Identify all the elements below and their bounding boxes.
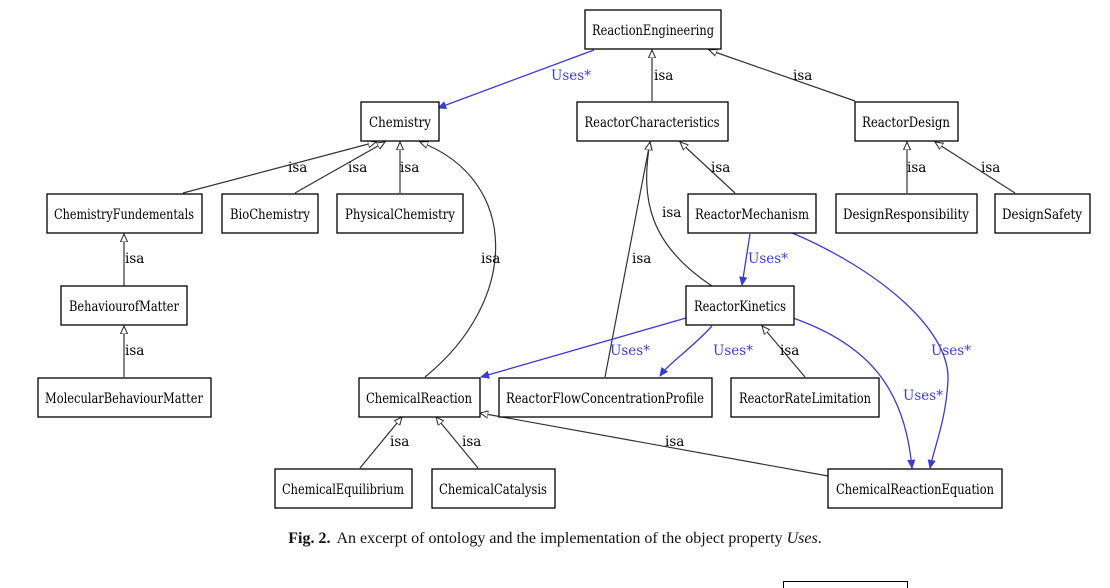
node-label: ReactorFlowConcentrationProfile [506, 391, 704, 407]
isa-label: isa [288, 160, 307, 176]
node-label: DesignSafety [1002, 207, 1082, 223]
node-label: PhysicalChemistry [345, 207, 455, 223]
node-label: ReactorMechanism [695, 207, 809, 223]
isa-edge-equilibrium-chemreaction [359, 417, 402, 469]
caption-emphasis: Uses [786, 530, 818, 547]
isa-label: isa [481, 251, 500, 267]
ontology-diagram: ReactionEngineering Chemistry ReactorCha… [37, 9, 1091, 509]
uses-label: Uses* [713, 343, 753, 359]
node-label: ChemicalCatalysis [439, 482, 547, 498]
node-label: ChemicalReaction [366, 391, 472, 407]
isa-edge-designsafety-reactordesign [935, 142, 1016, 194]
node-physical-chemistry: PhysicalChemistry [336, 193, 464, 234]
node-biochemistry: BioChemistry [221, 193, 319, 234]
caption-end: . [817, 530, 822, 547]
node-molecular-behaviour-matter: MolecularBehaviourMatter [37, 377, 212, 418]
node-label: ReactorKinetics [694, 299, 786, 315]
isa-label: isa [348, 160, 367, 176]
node-label: BioChemistry [230, 207, 310, 223]
node-reactor-characteristics: ReactorCharacteristics [576, 101, 729, 142]
isa-label: isa [907, 160, 926, 176]
isa-label: isa [390, 434, 409, 450]
uses-label: Uses* [748, 251, 788, 267]
node-label: ChemistryFundementals [54, 207, 194, 223]
node-chemistry-fundementals: ChemistryFundementals [46, 193, 203, 234]
node-label: MolecularBehaviourMatter [45, 391, 203, 407]
uses-edge-reactorkinetics-chemreaction [481, 317, 687, 377]
isa-edge-flowprofile-reactorchar [604, 142, 650, 378]
node-label: ChemicalReactionEquation [836, 482, 994, 498]
isa-label: isa [632, 251, 651, 267]
node-label: BehaviourofMatter [69, 299, 179, 315]
uses-edge-reactorkinetics-chemreactioneq [792, 317, 912, 468]
isa-label: isa [793, 68, 812, 84]
node-reactor-rate-limitation: ReactorRateLimitation [730, 377, 880, 418]
node-label: DesignResponsibility [843, 207, 969, 223]
uses-label: Uses* [903, 388, 943, 404]
uses-label: Uses* [551, 68, 591, 84]
isa-label: isa [711, 160, 730, 176]
node-reactor-kinetics: ReactorKinetics [685, 285, 795, 326]
isa-label: isa [981, 160, 1000, 176]
node-label: ReactorCharacteristics [585, 115, 720, 131]
isa-edge-catalysis-chemreaction [436, 417, 479, 469]
isa-label: isa [780, 343, 799, 359]
isa-label: isa [662, 205, 681, 221]
cropped-box-edge [783, 581, 908, 588]
uses-label: Uses* [931, 343, 971, 359]
node-label: ReactorDesign [862, 115, 950, 131]
node-label: ReactionEngineering [592, 23, 714, 39]
isa-label: isa [400, 160, 419, 176]
uses-edge-reactormech-chemreactioneq [789, 231, 949, 468]
isa-label: isa [462, 434, 481, 450]
caption-text: An excerpt of ontology and the implement… [336, 530, 787, 547]
node-chemical-equilibrium: ChemicalEquilibrium [274, 468, 413, 509]
isa-label: isa [125, 343, 144, 359]
node-chemistry: Chemistry [360, 101, 440, 142]
uses-edge-reactionengineering-chemistry [438, 49, 595, 108]
figure-caption: Fig. 2. An excerpt of ontology and the im… [0, 530, 1110, 548]
figure-number: Fig. 2. [288, 530, 331, 547]
node-chemical-reaction-equation: ChemicalReactionEquation [827, 468, 1003, 509]
node-reactor-mechanism: ReactorMechanism [687, 193, 817, 234]
isa-edge-reactorkinetics-reactorchar [647, 142, 713, 287]
node-reactor-design: ReactorDesign [854, 101, 959, 142]
isa-edge-chemfund-chemistry [182, 142, 376, 194]
node-label: ChemicalEquilibrium [282, 482, 404, 498]
uses-label: Uses* [610, 343, 650, 359]
uses-edge-reactormech-reactorkinetics [742, 233, 751, 285]
isa-edge-reactordesign-reactionengineering [709, 50, 856, 102]
node-label: Chemistry [369, 115, 431, 131]
node-reactor-flow-concentration-profile: ReactorFlowConcentrationProfile [498, 377, 713, 418]
isa-edge-biochem-chemistry [294, 142, 385, 194]
isa-label: isa [665, 434, 684, 450]
uses-edge-reactorkinetics-flowprofile [660, 325, 713, 376]
node-label: ReactorRateLimitation [739, 391, 871, 407]
isa-label: isa [654, 68, 673, 84]
isa-label: isa [125, 251, 144, 267]
node-chemical-reaction: ChemicalReaction [358, 377, 481, 418]
node-design-safety: DesignSafety [994, 193, 1091, 234]
isa-edge-chemreactioneq-chemreaction [480, 413, 829, 477]
node-chemical-catalysis: ChemicalCatalysis [431, 468, 556, 509]
node-design-responsibility: DesignResponsibility [835, 193, 978, 234]
isa-edge-chemreaction-chemistry [420, 142, 497, 378]
node-behaviour-of-matter: BehaviourofMatter [60, 285, 188, 326]
node-reaction-engineering: ReactionEngineering [584, 9, 722, 50]
isa-edge-ratelimit-reactorkinetics [762, 326, 806, 378]
isa-edge-reactormech-reactorchar [680, 142, 736, 194]
